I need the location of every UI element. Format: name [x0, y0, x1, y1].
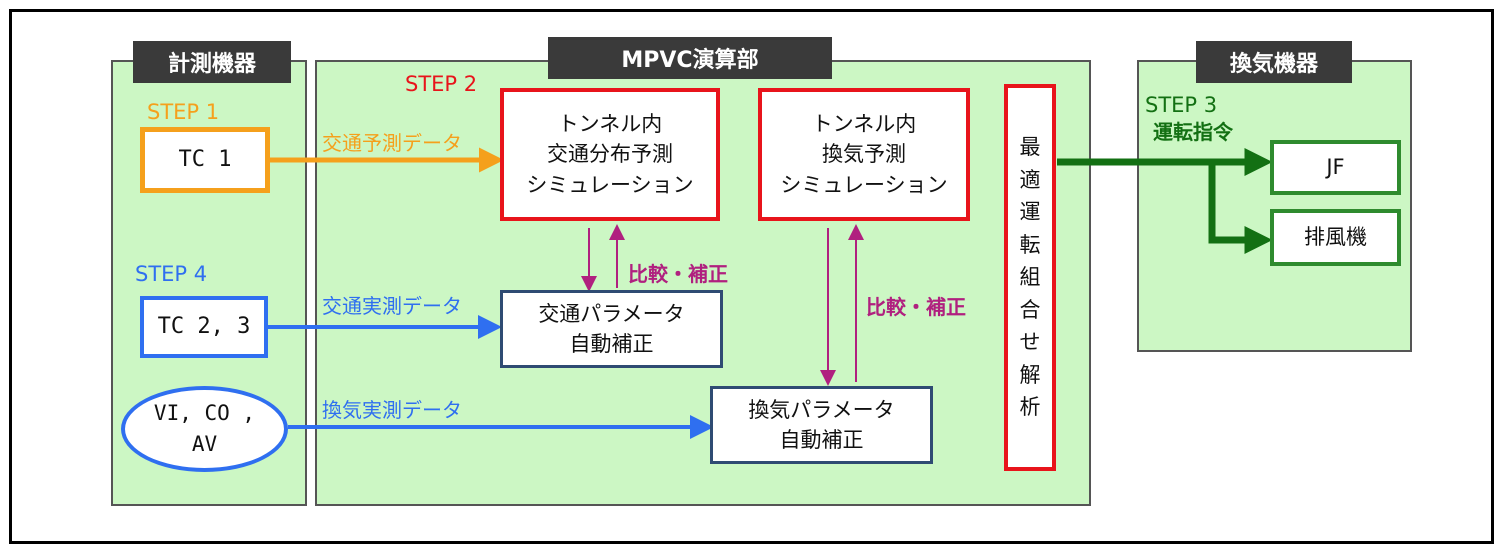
compare-correct-label-2: 比較・補正 — [866, 295, 966, 319]
vent-measured-label: 換気実測データ — [322, 398, 462, 422]
ventilation-panel — [1137, 60, 1412, 352]
traffic-param-box: 交通パラメータ 自動補正 — [500, 290, 723, 368]
traffic-measured-label: 交通実測データ — [322, 294, 462, 318]
traffic-forecast-label: 交通予測データ — [322, 131, 462, 155]
ventilation-panel-title: 換気機器 — [1196, 41, 1352, 83]
mpvc-panel-title: MPVC演算部 — [548, 37, 832, 79]
vent-simulation-box: トンネル内 換気予測 シミュレーション — [758, 88, 970, 221]
step4-label: STEP 4 — [135, 262, 208, 286]
traffic-simulation-box: トンネル内 交通分布予測 シミュレーション — [500, 88, 720, 221]
operation-command-label: 運転指令 — [1153, 120, 1233, 144]
vi-co-av-sensor-ellipse: VI, CO , AV — [121, 386, 288, 472]
step3-label: STEP 3 — [1145, 93, 1218, 117]
jf-box: JF — [1270, 140, 1401, 195]
step2-label: STEP 2 — [405, 72, 478, 96]
compare-correct-label-1: 比較・補正 — [628, 262, 728, 286]
exhaust-fan-box: 排風機 — [1270, 209, 1401, 266]
vent-param-box: 換気パラメータ 自動補正 — [710, 386, 933, 464]
optimal-operation-analysis-box: 最 適 運 転 組 合 せ 解 析 — [1004, 84, 1056, 471]
arrow-command-exhaust — [1208, 162, 1273, 254]
measurement-panel-title: 計測機器 — [133, 41, 291, 83]
tc23-sensor-box: TC 2, 3 — [140, 296, 268, 358]
step1-label: STEP 1 — [147, 100, 220, 124]
tc1-sensor-box: TC 1 — [140, 127, 270, 193]
